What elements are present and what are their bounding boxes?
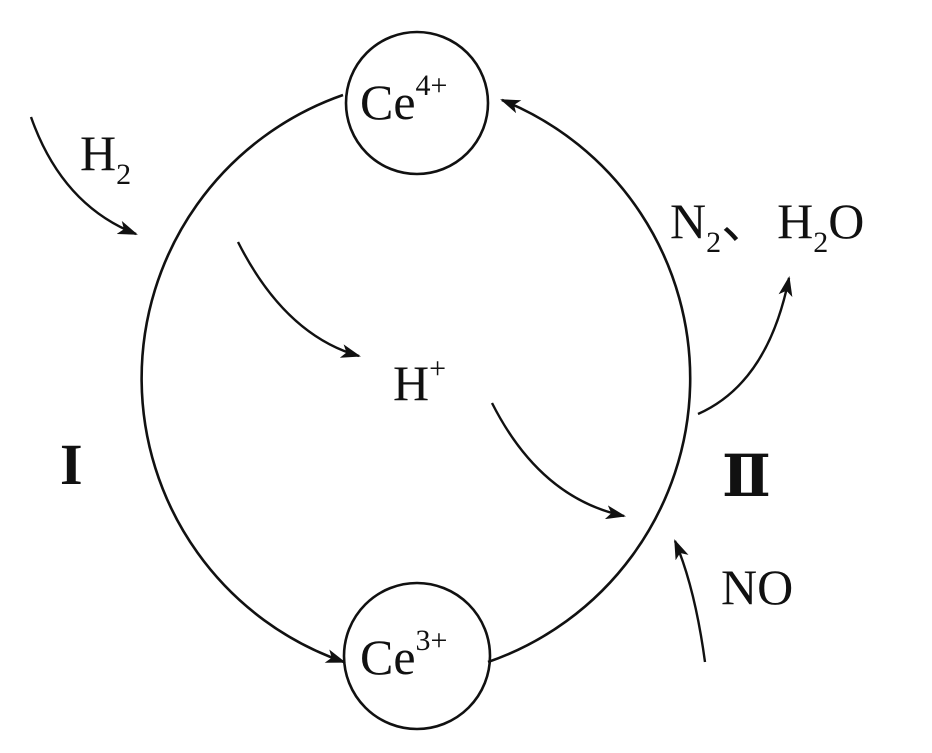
- ce3-label: Ce3+: [360, 624, 447, 685]
- products-output-arrow: [697, 276, 793, 416]
- no-input-arrow: [673, 539, 707, 663]
- h-plus-label: H+: [393, 352, 446, 411]
- cycle-arc-right: [487, 98, 692, 664]
- h-plus-out-arrow: [490, 402, 626, 520]
- h2-label: H2: [80, 125, 131, 191]
- no-label: NO: [721, 559, 793, 615]
- ce3-circle: [342, 581, 492, 731]
- stage-1-label: I: [60, 432, 83, 497]
- stage-2-label: Ⅱ: [722, 444, 771, 509]
- products-label: N2、H2O: [670, 193, 864, 259]
- h-plus-in-arrow: [236, 241, 361, 358]
- cycle-arc-left: [140, 93, 346, 664]
- ce4-circle: [344, 30, 490, 176]
- ce4-label: Ce4+: [360, 69, 447, 130]
- h2-input-arrow: [29, 116, 138, 236]
